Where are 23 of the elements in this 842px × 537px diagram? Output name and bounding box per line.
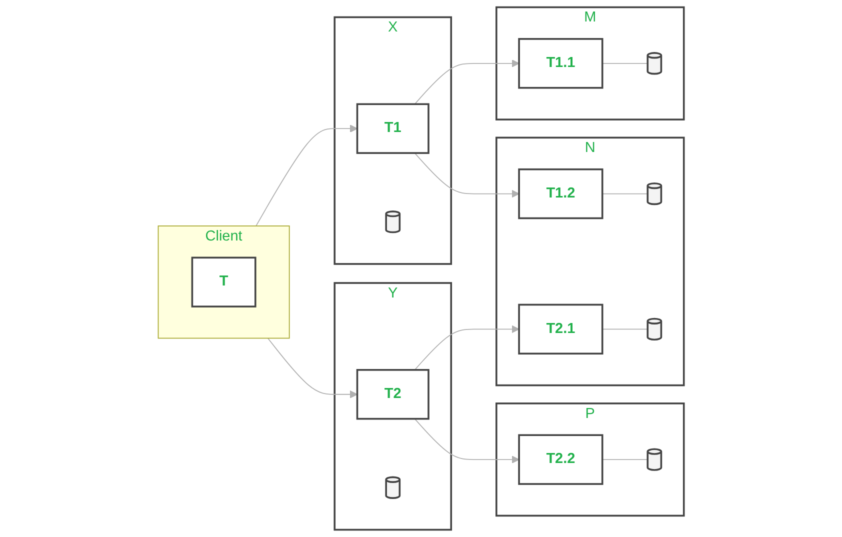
node-cylinder — [646, 448, 662, 471]
connector — [602, 328, 648, 330]
node-cylinder — [385, 476, 401, 499]
arrow — [267, 338, 358, 398]
arrow — [256, 124, 358, 226]
arrow — [414, 325, 520, 370]
arrow — [414, 152, 520, 198]
connector — [602, 193, 648, 194]
connector — [602, 459, 648, 460]
arrow — [414, 59, 520, 105]
node-box: T1.2 — [518, 168, 604, 220]
node-cylinder — [646, 318, 662, 340]
node-box: T1 — [356, 103, 430, 154]
node-cylinder — [646, 52, 662, 75]
node-box: T2 — [356, 369, 430, 420]
node-box: T1.1 — [518, 38, 604, 89]
node-box: T2.1 — [518, 304, 604, 355]
node-cylinder — [646, 182, 662, 206]
node-box: T2.2 — [518, 434, 604, 485]
node-cylinder — [385, 210, 401, 234]
node-box: T — [191, 256, 256, 308]
arrow — [414, 418, 520, 464]
connector — [602, 62, 648, 64]
